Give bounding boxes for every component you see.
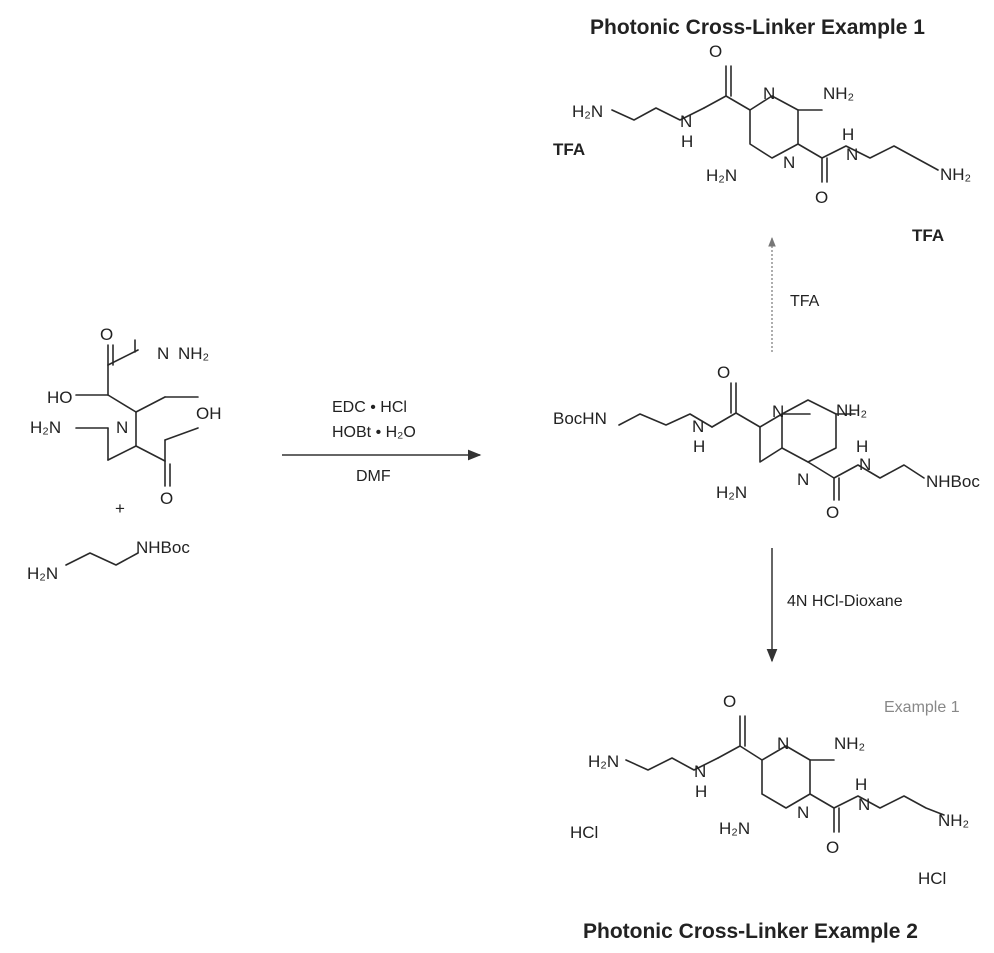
title-top: Photonic Cross-Linker Example 1 — [590, 16, 925, 39]
diacid-oh: OH — [196, 404, 222, 423]
boc-product-n-ring-bottom: N — [797, 470, 809, 489]
product-tfa-salt — [611, 65, 939, 183]
diacid-h2n: H₂N — [30, 418, 61, 437]
diacid-o-bottom: O — [160, 489, 173, 508]
tfa-product-nh2-right-top: NH₂ — [823, 84, 854, 103]
hcl-product-n-amide-right: N — [858, 795, 870, 814]
tfa-product-h-amide-right: H — [842, 125, 854, 144]
example-label: Example 1 — [884, 699, 960, 716]
counterion-hcl-left: HCl — [570, 823, 598, 842]
diacid-n-bottom: N — [116, 418, 128, 437]
boc-product-bochn: BocHN — [553, 409, 607, 428]
hcl-product-nh2-right-top: NH₂ — [834, 734, 865, 753]
tfa-product-n-amide-right: N — [846, 145, 858, 164]
boc-product-h-amide-right: H — [856, 437, 868, 456]
counterion-tfa-left: TFA — [553, 140, 585, 159]
hcl-product-nh2-end: NH₂ — [938, 811, 969, 830]
diacid-o-top: O — [100, 325, 113, 344]
tfa-product-h2n-ring: H₂N — [706, 166, 737, 185]
hcl-product-o-top: O — [723, 692, 736, 711]
tfa-product-n-ring-top: N — [763, 84, 775, 103]
hcl-product-h2n-left: H₂N — [588, 752, 619, 771]
diacid-n-top: N — [157, 344, 169, 363]
boc-product-nhboc: NHBoc — [926, 472, 980, 491]
hcl-product-n-ring-bottom: N — [797, 803, 809, 822]
boc-product-n-amide-right: N — [859, 455, 871, 474]
boc-amine-nhboc: NHBoc — [136, 538, 190, 557]
product-hcl-salt — [625, 715, 945, 833]
tfa-product-o-bottom: O — [815, 188, 828, 207]
tfa-product-n-amide-left: N — [680, 112, 692, 131]
reactant-boc-ethylenediamine — [65, 552, 139, 566]
boc-amine-h2n: H₂N — [27, 564, 58, 583]
counterion-hcl-right: HCl — [918, 869, 946, 888]
reactant-diacid — [75, 339, 199, 487]
hcl-product-h-amide-left: H — [695, 782, 707, 801]
diacid-ho: HO — [47, 388, 73, 407]
coupling-reagent-2: HOBt • H₂O — [332, 424, 416, 441]
hcl-reagent: 4N HCl-Dioxane — [787, 593, 903, 610]
tfa-product-nh2-end: NH₂ — [940, 165, 971, 184]
boc-product-n-amide-left: N — [692, 417, 704, 436]
tfa-product-h-amide-left: H — [681, 132, 693, 151]
hcl-product-n-ring-top: N — [777, 734, 789, 753]
diacid-nh2: NH₂ — [178, 344, 209, 363]
boc-product-n-ring-top: N — [772, 402, 784, 421]
hcl-product-o-bottom: O — [826, 838, 839, 857]
plus-sign: + — [115, 499, 125, 518]
hcl-product-h-amide-right: H — [855, 775, 867, 794]
tfa-product-n-ring-bottom: N — [783, 153, 795, 172]
product-boc-protected — [618, 382, 925, 501]
tfa-reagent: TFA — [790, 293, 820, 310]
boc-product-o-bottom: O — [826, 503, 839, 522]
tfa-product-h2n-left: H₂N — [572, 102, 603, 121]
coupling-solvent: DMF — [356, 468, 391, 485]
boc-product-h2n: H₂N — [716, 483, 747, 502]
title-bottom: Photonic Cross-Linker Example 2 — [583, 920, 918, 943]
boc-product-nh2: NH₂ — [836, 401, 867, 420]
hcl-product-h2n-ring: H₂N — [719, 819, 750, 838]
coupling-reagent-1: EDC • HCl — [332, 399, 407, 416]
counterion-tfa-right: TFA — [912, 226, 944, 245]
hcl-product-n-amide-left: N — [694, 762, 706, 781]
tfa-product-o-top: O — [709, 42, 722, 61]
boc-product-o-top: O — [717, 363, 730, 382]
boc-product-h-amide-left: H — [693, 437, 705, 456]
